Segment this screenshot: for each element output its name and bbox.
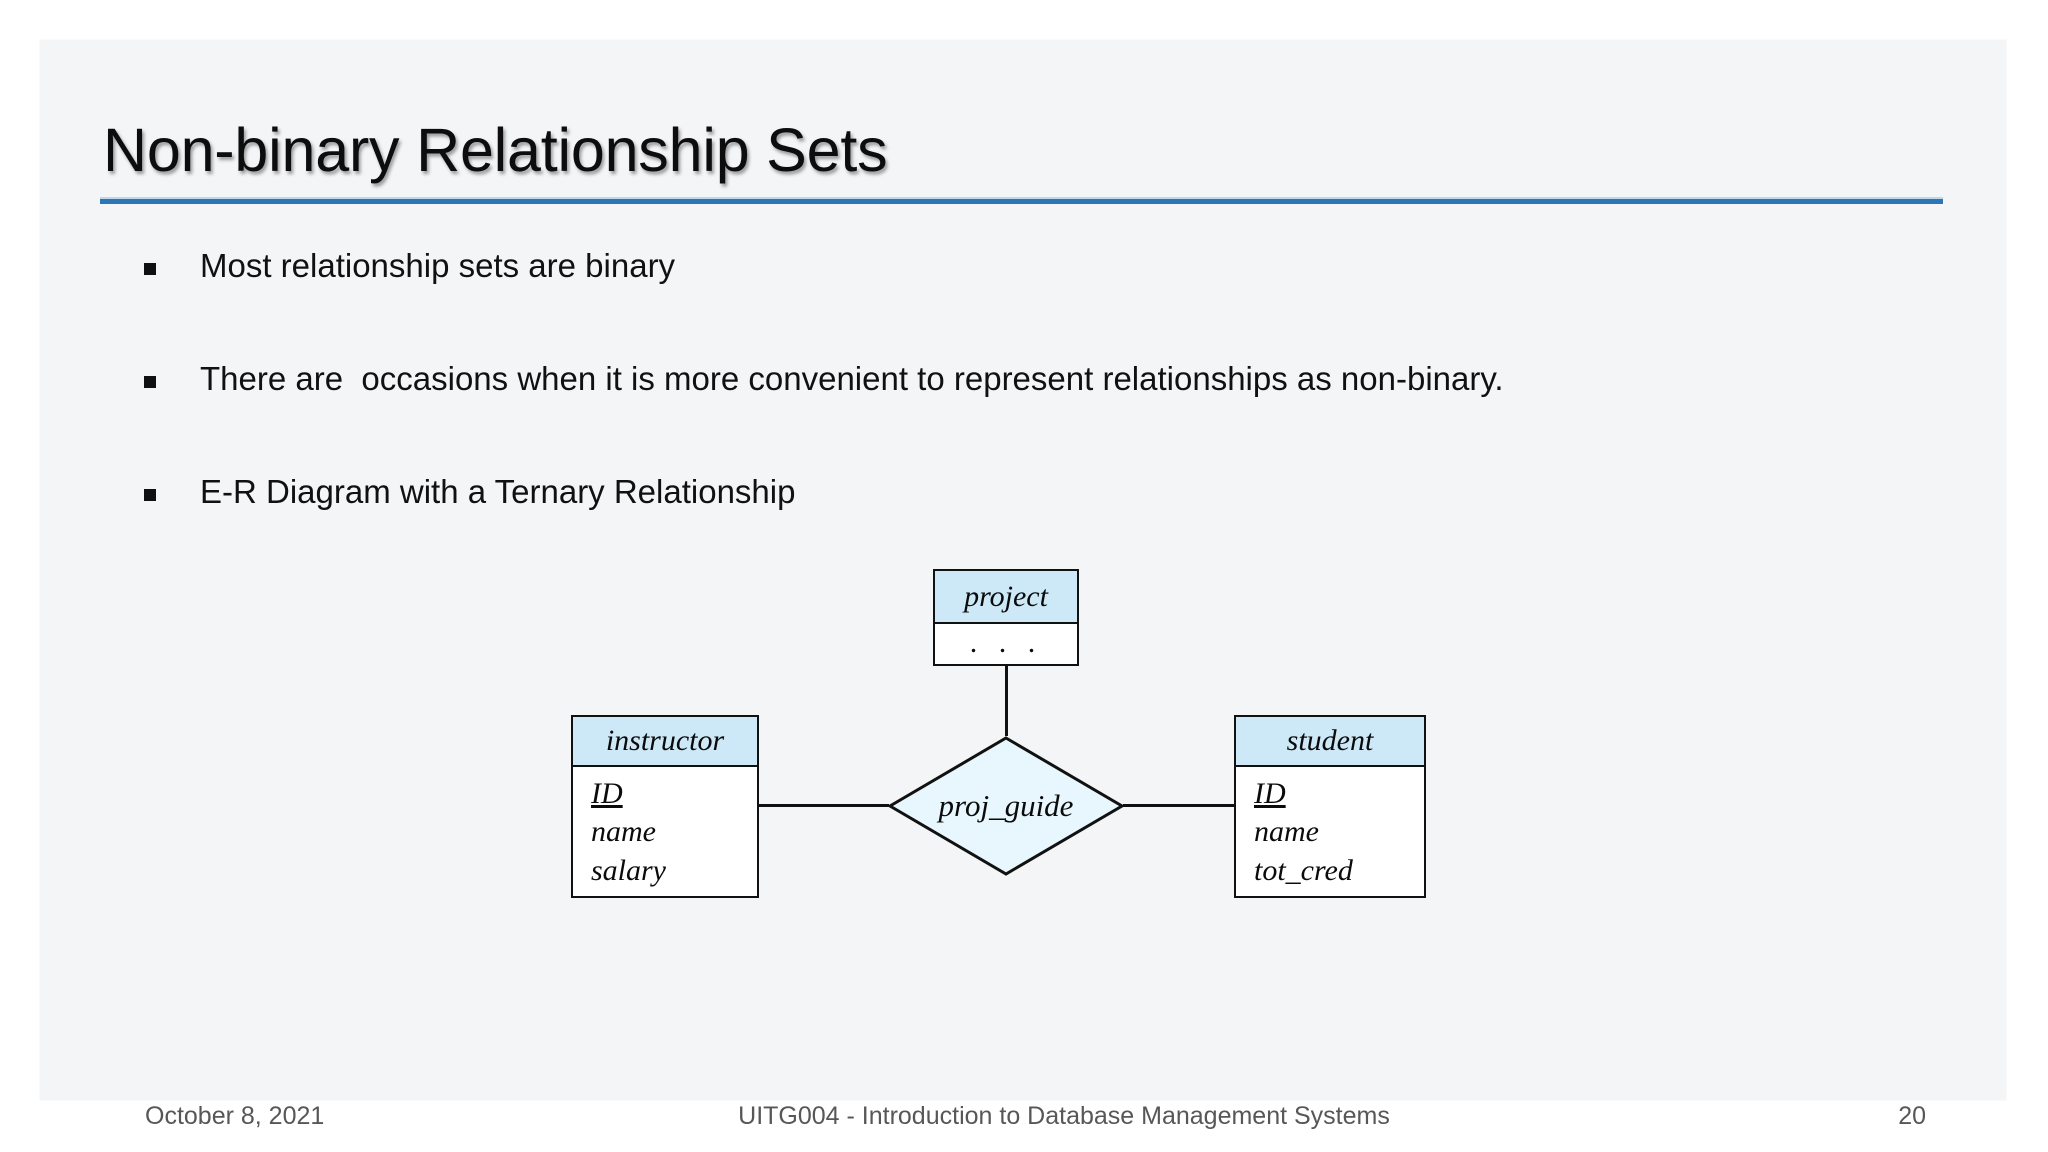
bullet-text: Most relationship sets are binary (200, 247, 676, 284)
bullet-text: E-R Diagram with a Ternary Relationship (200, 473, 796, 510)
list-item: There are occasions when it is more conv… (102, 358, 1952, 471)
square-bullet-icon (144, 489, 156, 501)
footer-date: October 8, 2021 (145, 1102, 325, 1130)
list-item: Most relationship sets are binary (102, 245, 1952, 358)
footer-course-title: UITG004 - Introduction to Database Manag… (738, 1102, 1390, 1130)
title-divider (100, 197, 1943, 204)
footer-page-number: 20 (1898, 1102, 1926, 1130)
slide-surface: Non-binary Relationship Sets Most relati… (40, 40, 2006, 1130)
list-item: E-R Diagram with a Ternary Relationship (102, 471, 1952, 584)
square-bullet-icon (144, 376, 156, 388)
bullet-list: Most relationship sets are binary There … (102, 245, 1952, 584)
page-title: Non-binary Relationship Sets (103, 116, 888, 184)
bullet-text: There are occasions when it is more conv… (200, 360, 1504, 397)
square-bullet-icon (144, 263, 156, 275)
